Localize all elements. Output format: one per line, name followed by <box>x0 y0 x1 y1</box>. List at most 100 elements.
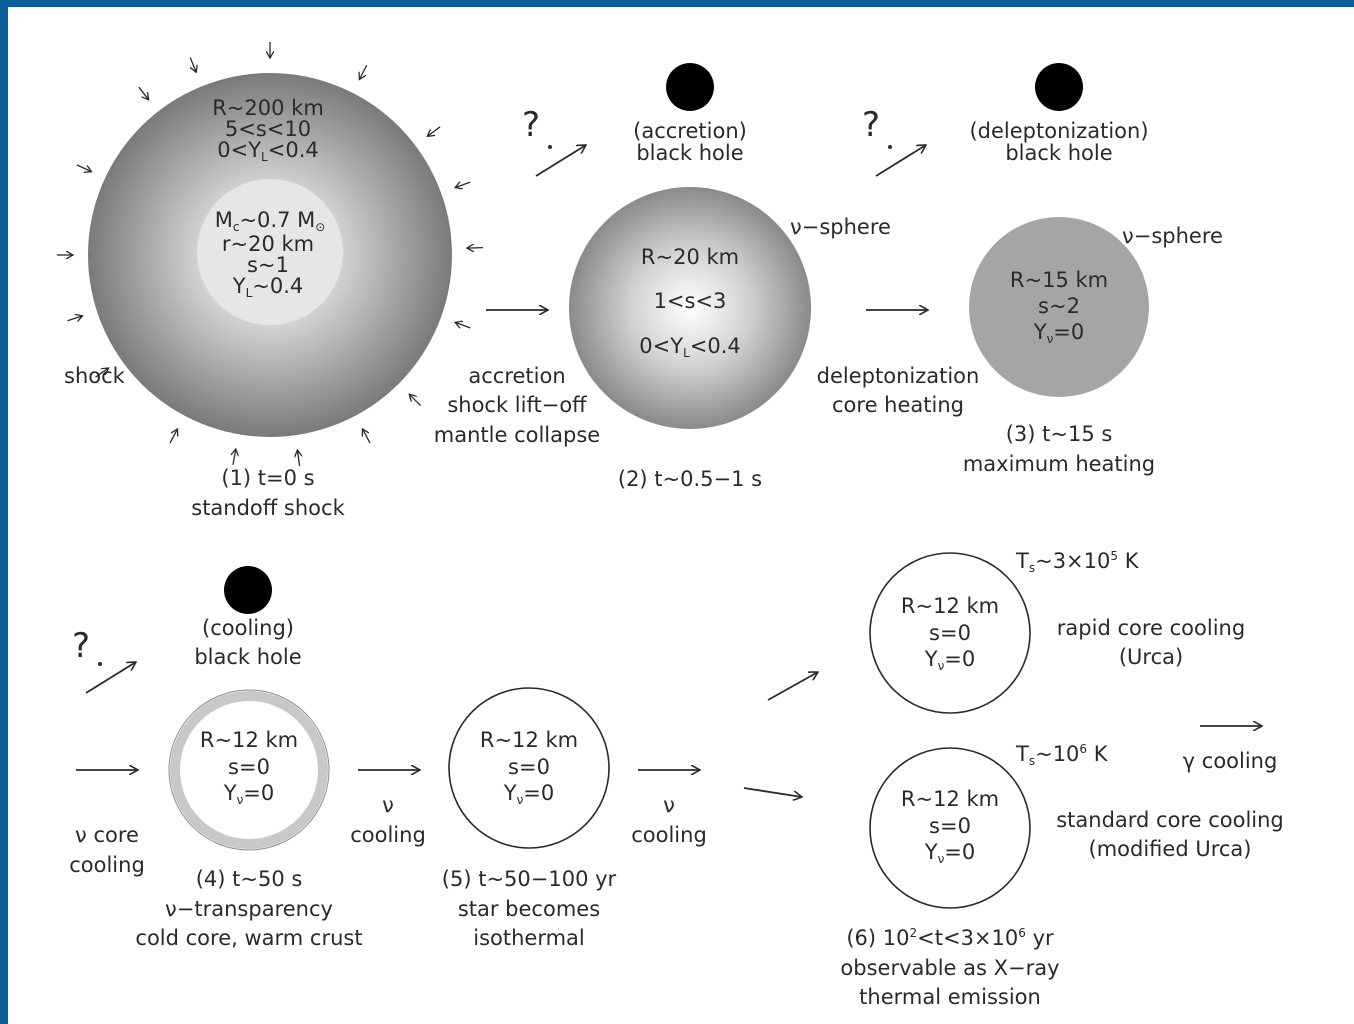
trans23-line2: core heating <box>832 393 964 417</box>
infall-arrow <box>169 429 178 444</box>
stage6a-ynu: Yν=0 <box>924 647 976 673</box>
stage6b-star <box>869 747 1031 909</box>
stage1-core-yl: YL~0.4 <box>232 274 304 300</box>
stage3-s: s~2 <box>1038 294 1080 318</box>
trans34-line1: ν core <box>75 823 139 847</box>
stage4-r: R~12 km <box>200 728 298 752</box>
infall-arrow <box>363 429 371 444</box>
question-mark-3: ? <box>862 105 880 145</box>
stage2-nu-sphere: ν−sphere <box>790 215 891 239</box>
stage6a-desc-2: (Urca) <box>1119 645 1183 669</box>
stage3-r: R~15 km <box>1010 268 1108 292</box>
trans12-line1: accretion <box>468 364 565 388</box>
evolution-diagram: R~200 km 5<s<10 0<YL<0.4 Mc~0.7 M⊙ r~20 … <box>57 42 1284 1009</box>
infall-arrow <box>76 164 92 172</box>
stage6b-ts: Ts~106 K <box>1015 742 1109 768</box>
infall-arrow <box>233 449 236 465</box>
trans12-line3: mantle collapse <box>434 423 600 447</box>
stage1-outer-yl: 0<YL<0.4 <box>217 138 318 164</box>
stage2-yl: 0<YL<0.4 <box>639 334 740 360</box>
arrow-to-6b <box>743 787 802 797</box>
question-dot-2 <box>548 145 552 149</box>
infall-arrow <box>359 64 368 79</box>
stage3-star <box>969 217 1149 397</box>
stage6-caption-1: (6) 102<t<3×106 yr <box>846 926 1054 950</box>
bh3-line2: black hole <box>1005 141 1112 165</box>
bh2-line1: (accretion) <box>633 119 747 143</box>
arrow-to-bh-3 <box>875 145 926 177</box>
stage1-inner-core <box>197 179 343 325</box>
stage6b-r: R~12 km <box>901 787 999 811</box>
question-dot-4 <box>98 662 102 666</box>
trans45-nu: ν <box>382 793 394 817</box>
stage2-caption: (2) t~0.5−1 s <box>618 467 762 491</box>
stage6a-star <box>869 552 1031 714</box>
stage1-outer-r: R~200 km <box>212 96 324 120</box>
infall-arrow <box>67 316 82 321</box>
stage5-ynu: Yν=0 <box>503 781 555 807</box>
stage3-caption-2: maximum heating <box>963 452 1155 476</box>
stage6a-r: R~12 km <box>901 594 999 618</box>
stage1-caption-1: (1) t=0 s <box>221 466 314 490</box>
stage4-caption-1: (4) t~50 s <box>196 867 303 891</box>
black-hole-accretion <box>666 63 714 111</box>
stage4-crust-edge <box>168 689 330 851</box>
stage6-caption-2: observable as X−ray <box>840 956 1059 980</box>
stage5-caption-1: (5) t~50−100 yr <box>442 867 617 891</box>
arrow-to-bh-2 <box>535 145 586 177</box>
stage2-s: 1<s<3 <box>654 289 727 313</box>
stage1-outer-s: 5<s<10 <box>225 117 311 141</box>
trans34-line2: cooling <box>69 853 145 877</box>
bh4-line2: black hole <box>194 645 301 669</box>
stage2-star <box>569 187 811 429</box>
infall-arrow <box>189 57 196 73</box>
black-hole-deleptonization <box>1035 63 1083 111</box>
question-mark-4: ? <box>72 626 90 666</box>
bh4-line1: (cooling) <box>202 616 294 640</box>
arrow-to-6a <box>767 672 818 701</box>
bh2-line2: black hole <box>636 141 743 165</box>
black-hole-cooling <box>224 566 272 614</box>
trans56-cooling: cooling <box>631 823 707 847</box>
infall-arrows <box>57 42 483 466</box>
stage1-core-r: r~20 km <box>222 232 314 256</box>
stage6b-ynu: Yν=0 <box>924 840 976 866</box>
stage6a-desc-1: rapid core cooling <box>1057 616 1245 640</box>
arrow-to-bh-4 <box>85 662 136 694</box>
shock-label: shock <box>64 364 126 388</box>
stage4-caption-2: ν−transparency <box>165 897 333 921</box>
stage3-ynu: Yν=0 <box>1033 320 1085 346</box>
infall-arrow <box>297 450 299 466</box>
stage1-caption-2: standoff shock <box>191 496 345 520</box>
stage5-s: s=0 <box>508 755 550 779</box>
stage1-core-s: s~1 <box>247 253 289 277</box>
bh3-line1: (deleptonization) <box>969 119 1148 143</box>
trans23-line1: deleptonization <box>817 364 980 388</box>
infall-arrow <box>427 126 441 137</box>
stage6b-desc-1: standard core cooling <box>1056 808 1284 832</box>
infall-arrow <box>455 182 471 188</box>
trans45-cooling: cooling <box>350 823 426 847</box>
stage6a-s: s=0 <box>929 621 971 645</box>
trans12-line2: shock lift−off <box>447 393 587 417</box>
stage4-s: s=0 <box>228 755 270 779</box>
stage5-caption-2: star becomes <box>458 897 600 921</box>
stage6-caption-3: thermal emission <box>859 985 1041 1009</box>
stage5-r: R~12 km <box>480 728 578 752</box>
diagram-canvas: R~200 km 5<s<10 0<YL<0.4 Mc~0.7 M⊙ r~20 … <box>8 7 1354 1024</box>
stage5-caption-3: isothermal <box>473 926 585 950</box>
infall-arrow <box>455 322 471 328</box>
question-mark-2: ? <box>522 105 540 145</box>
infall-arrow <box>95 368 109 378</box>
infall-arrow <box>467 248 483 249</box>
stage2-r: R~20 km <box>641 245 739 269</box>
infall-arrow <box>138 86 149 100</box>
trans56-nu: ν <box>663 793 675 817</box>
stage4-star <box>170 691 328 849</box>
stage4-caption-3: cold core, warm crust <box>135 926 362 950</box>
stage6b-desc-2: (modified Urca) <box>1089 837 1252 861</box>
gamma-cooling-label: γ cooling <box>1183 749 1278 773</box>
question-dot-3 <box>888 145 892 149</box>
stage3-nu-sphere: ν−sphere <box>1122 224 1223 248</box>
stage3-caption-1: (3) t~15 s <box>1006 422 1113 446</box>
